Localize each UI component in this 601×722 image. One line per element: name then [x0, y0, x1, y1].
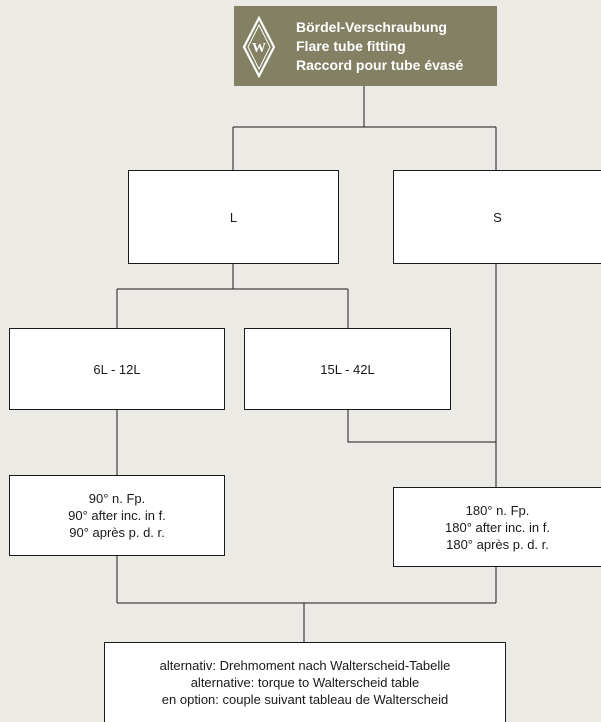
header-title: Bördel-Verschraubung Flare tube fitting …: [296, 18, 463, 75]
alternative-text: alternativ: Drehmoment nach Walterscheid…: [160, 657, 451, 708]
angle-90-line: 90° après p. d. r.: [69, 525, 165, 540]
connector-large-to-s-line: [347, 409, 496, 443]
series-l-label: L: [229, 209, 238, 225]
angle-180-box: 180° n. Fp. 180° after inc. in f. 180° a…: [393, 487, 601, 567]
angle-90-line: 90° after inc. in f.: [68, 508, 166, 523]
svg-text:W: W: [252, 41, 266, 56]
series-s-box: S: [393, 170, 601, 264]
walterscheid-logo-icon: W: [242, 16, 276, 78]
alternative-line: alternative: torque to Walterscheid tabl…: [190, 675, 420, 690]
series-s-label: S: [493, 209, 502, 225]
angle-90-text: 90° n. Fp. 90° after inc. in f. 90° aprè…: [68, 490, 166, 541]
header-box: W Bördel-Verschraubung Flare tube fittin…: [234, 6, 497, 86]
angle-180-line: 180° après p. d. r.: [446, 536, 549, 552]
angle-90-box: 90° n. Fp. 90° after inc. in f. 90° aprè…: [9, 475, 225, 556]
size-large-label: 15L - 42L: [320, 361, 375, 377]
alternative-line: alternativ: Drehmoment nach Walterscheid…: [159, 658, 451, 673]
angle-180-line: 180° after inc. in f.: [445, 519, 550, 535]
header-title-line: Bördel-Verschraubung: [296, 19, 447, 35]
size-large-box: 15L - 42L: [244, 328, 451, 410]
header-title-line: Flare tube fitting: [296, 38, 406, 54]
header-title-line: Raccord pour tube évasé: [296, 57, 464, 73]
angle-180-line: 180° n. Fp.: [465, 502, 530, 518]
alternative-box: alternativ: Drehmoment nach Walterscheid…: [104, 642, 506, 722]
angle-180-text: 180° n. Fp. 180° after inc. in f. 180° a…: [445, 502, 550, 553]
angle-90-line: 90° n. Fp.: [88, 491, 146, 506]
series-l-box: L: [128, 170, 339, 264]
alternative-line: en option: couple suivant tableau de Wal…: [161, 692, 449, 707]
size-small-label: 6L - 12L: [93, 361, 141, 377]
size-small-box: 6L - 12L: [9, 328, 225, 410]
